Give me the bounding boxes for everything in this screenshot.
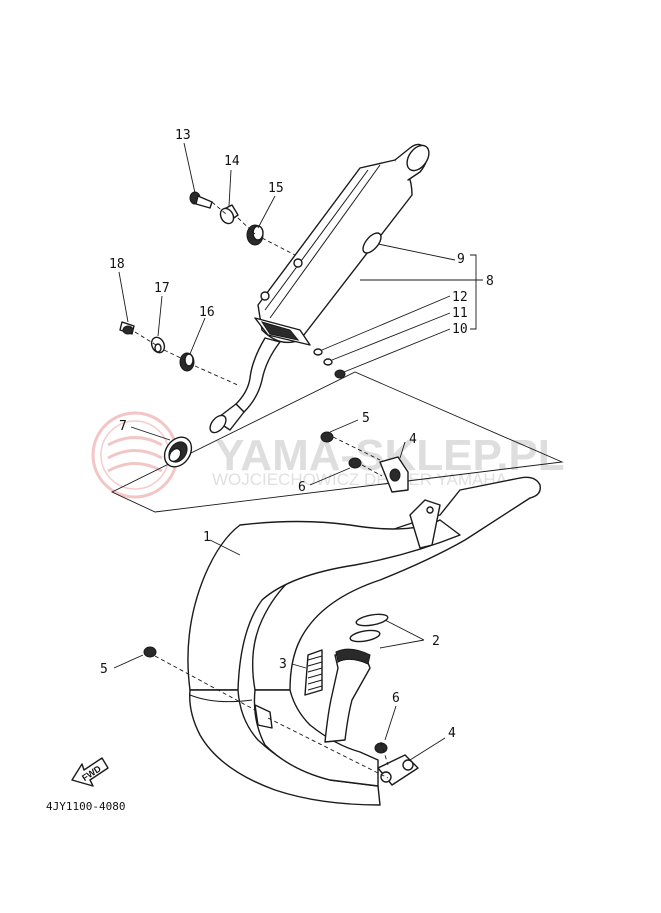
callout-4-upper: 4 xyxy=(409,432,417,447)
grommet-15 xyxy=(246,224,264,246)
callout-18: 18 xyxy=(109,257,125,272)
callout-14: 14 xyxy=(224,154,240,169)
watermark: YAMA-SKLEP.PL WOJCIECHOWICZ DEALER YAMAH… xyxy=(91,411,565,499)
forward-arrow-icon: FWD xyxy=(71,757,109,787)
callout-9: 9 xyxy=(457,252,465,267)
callout-15: 15 xyxy=(268,181,284,196)
bolt-18 xyxy=(119,321,135,335)
callout-5-lower: 5 xyxy=(100,662,108,677)
collar-14 xyxy=(219,204,239,225)
callout-5-upper: 5 xyxy=(362,411,370,426)
callout-7: 7 xyxy=(119,419,127,434)
washer-12 xyxy=(313,348,323,356)
bolt-6-upper xyxy=(348,457,362,469)
callout-13: 13 xyxy=(175,128,191,143)
part-code: 4JY1100-4080 xyxy=(46,800,125,813)
callout-12: 12 xyxy=(452,290,468,305)
bolt-10 xyxy=(334,369,346,379)
callout-8: 8 xyxy=(486,274,494,289)
leader-lines xyxy=(113,142,483,761)
washer-11 xyxy=(323,358,333,366)
collar-17 xyxy=(150,336,166,354)
callout-4-lower: 4 xyxy=(448,726,456,741)
callout-6-upper: 6 xyxy=(298,480,306,495)
watermark-tagline: WOJCIECHOWICZ DEALER YAMAHA xyxy=(212,470,508,489)
callout-10: 10 xyxy=(452,322,468,337)
callout-11: 11 xyxy=(452,306,468,321)
callout-17: 17 xyxy=(154,281,170,296)
assembly-lines xyxy=(134,201,389,779)
callout-2: 2 xyxy=(432,634,440,649)
callout-3: 3 xyxy=(279,657,287,672)
bolt-6-lower xyxy=(374,742,388,754)
callout-6-lower: 6 xyxy=(392,691,400,706)
silencer-gasket xyxy=(163,436,193,468)
exhaust-pipe xyxy=(187,476,541,806)
assembly-outline xyxy=(110,371,564,513)
grommet-16 xyxy=(179,352,195,372)
bolt-13 xyxy=(189,191,213,209)
bracket-4-upper xyxy=(379,456,409,493)
bolt-5-upper xyxy=(320,431,334,443)
muffler xyxy=(209,143,430,434)
callout-labels: 13 14 15 18 17 16 7 5 4 6 1 9 8 12 11 10… xyxy=(100,128,494,741)
callout-16: 16 xyxy=(199,305,215,320)
bolt-5-lower xyxy=(143,646,157,658)
pipe-joint xyxy=(304,613,419,786)
callout-1: 1 xyxy=(203,530,211,545)
